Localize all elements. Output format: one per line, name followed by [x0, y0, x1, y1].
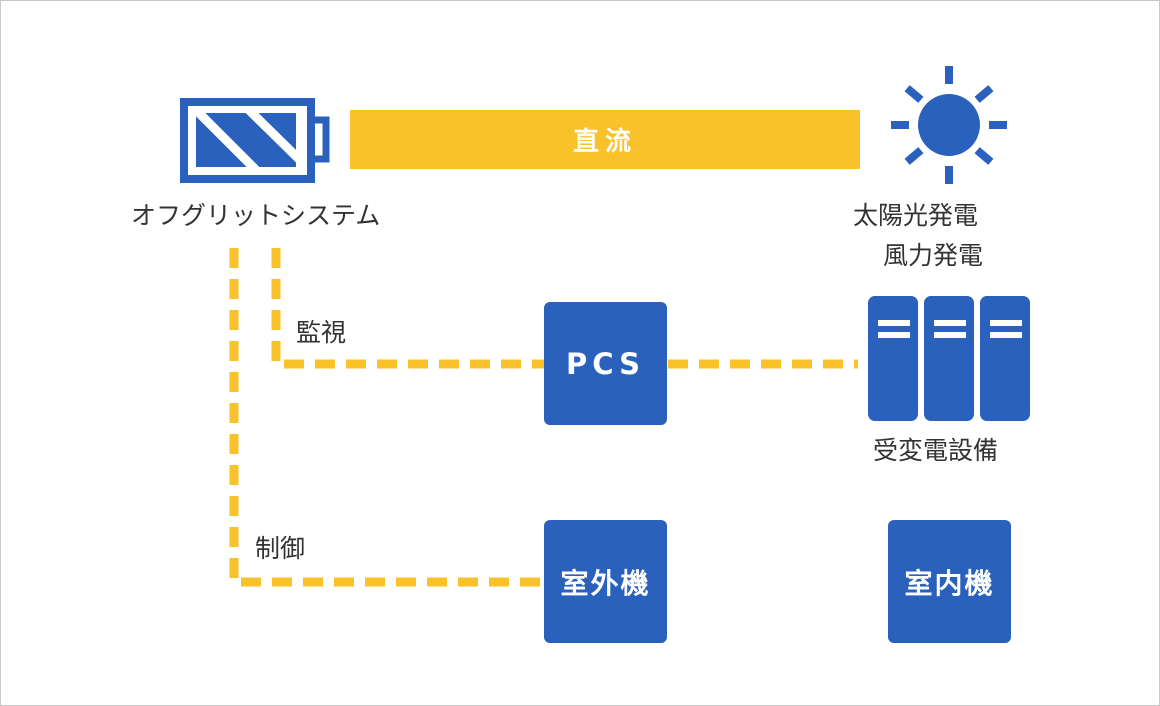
sun-icon — [891, 66, 1007, 184]
control-connector — [229, 248, 545, 587]
solar-label: 太陽光発電 — [853, 201, 979, 230]
monitor-label: 監視 — [296, 318, 347, 347]
indoor-unit-node[interactable]: 室内機 — [888, 520, 1011, 643]
battery-icon — [180, 98, 330, 183]
battery-label: オフグリットシステム — [131, 201, 381, 230]
cabinet-unit — [924, 296, 974, 421]
indoor-unit-label: 室内機 — [904, 566, 995, 600]
cabinet-unit — [868, 296, 918, 421]
monitor-connector — [271, 248, 545, 369]
pcs-label: PCS — [566, 346, 645, 381]
control-label: 制御 — [255, 534, 306, 563]
outdoor-unit-label: 室外機 — [560, 566, 651, 600]
substation-label: 受変電設備 — [873, 436, 999, 465]
outdoor-unit-node[interactable]: 室外機 — [544, 520, 667, 643]
dc-label: 直流 — [572, 127, 637, 157]
wind-label: 風力発電 — [883, 241, 984, 270]
cabinet-unit — [980, 296, 1030, 421]
dc-connection-bar: 直流 — [350, 110, 860, 169]
pcs-node[interactable]: PCS — [544, 302, 667, 425]
